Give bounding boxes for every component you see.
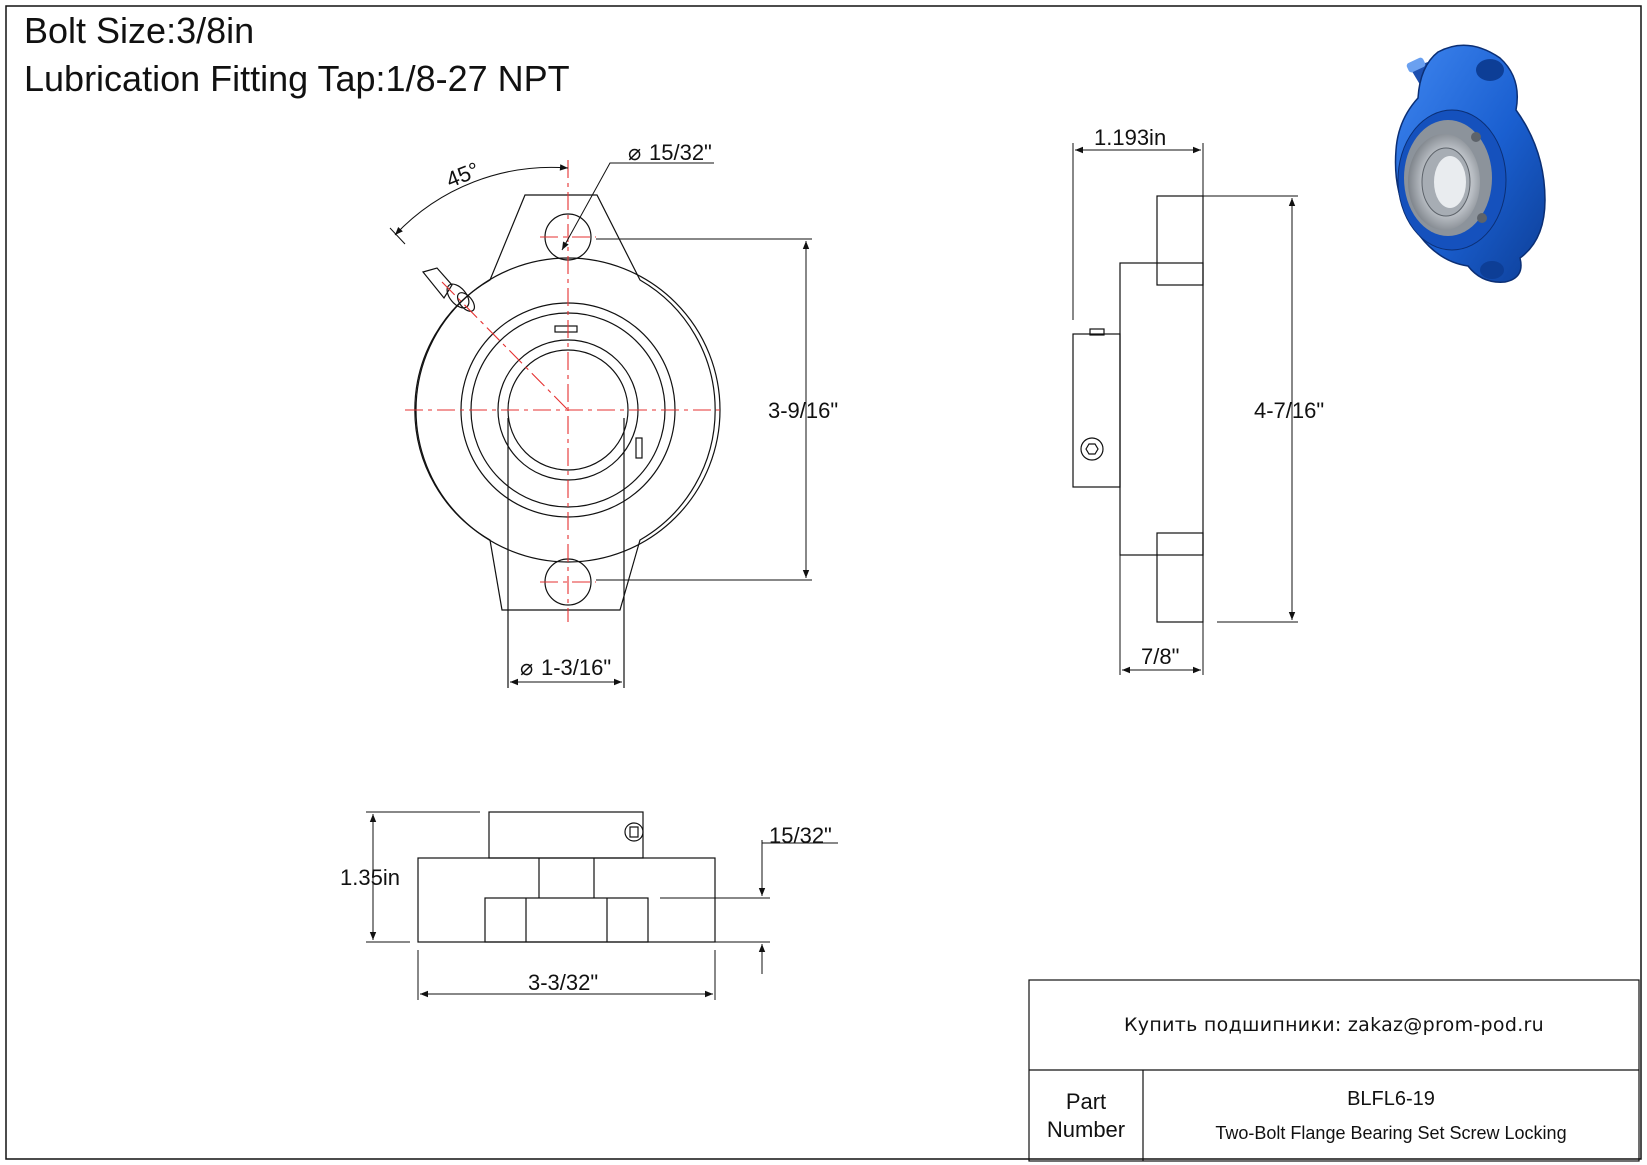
bottom-view xyxy=(417,811,716,943)
part-description: Two-Bolt Flange Bearing Set Screw Lockin… xyxy=(1215,1122,1567,1143)
bolt-size-label: Bolt Size:3/8in xyxy=(24,10,255,51)
side-view xyxy=(1072,195,1204,623)
overall-width-label: 3-3/32" xyxy=(528,970,598,995)
flange-thickness-label: 15/32" xyxy=(769,823,832,848)
bottom-insert xyxy=(488,811,644,859)
part-number-label: Part Number xyxy=(1029,1070,1143,1161)
side-flange-top xyxy=(1156,195,1204,286)
side-flange-bottom xyxy=(1156,532,1204,623)
diameter-symbol-bore: ⌀ xyxy=(520,655,533,680)
part-info: BLFL6-19 Two-Bolt Flange Bearing Set Scr… xyxy=(1143,1070,1639,1161)
hole-leader xyxy=(561,162,714,251)
part-label-line2: Number xyxy=(1046,1116,1126,1142)
bottom-set-screw xyxy=(624,822,644,842)
lubrication-fitting-label: Lubrication Fitting Tap:1/8-27 NPT xyxy=(24,58,570,99)
angle-label: 45° xyxy=(443,157,483,193)
title-block-frame xyxy=(1028,979,1640,1162)
depth-label: 1.193in xyxy=(1094,125,1166,150)
flange-width-label: 7/8" xyxy=(1141,644,1179,669)
order-contact-text: Купить подшипники: zakaz@prom-pod.ru xyxy=(1124,1014,1544,1036)
height-label: 1.35in xyxy=(340,865,400,890)
front-flange-outline xyxy=(414,194,716,611)
title-block: Купить подшипники: zakaz@prom-pod.ru Par… xyxy=(1029,980,1639,1161)
bearing-3d-image xyxy=(1394,44,1546,283)
sheet-border xyxy=(5,5,1642,1160)
side-housing xyxy=(1119,262,1204,556)
bottom-base xyxy=(417,857,716,943)
diameter-symbol-hole: ⌀ xyxy=(628,140,641,165)
side-set-screw xyxy=(1080,437,1104,461)
centerlines xyxy=(405,160,725,622)
part-number-value: BLFL6-19 xyxy=(1347,1087,1435,1110)
set-screw-side xyxy=(635,437,643,459)
overall-height-label: 4-7/16" xyxy=(1254,398,1324,423)
bolt-hole-dia-label: 15/32" xyxy=(649,140,712,165)
grease-fitting xyxy=(421,267,476,312)
set-screw-top xyxy=(554,325,578,333)
bolt-spacing-label: 3-9/16" xyxy=(768,398,838,423)
part-label-line1: Part xyxy=(1065,1088,1107,1114)
angle-arc xyxy=(394,164,569,236)
front-view xyxy=(414,194,721,688)
bore-dia-label: 1-3/16" xyxy=(541,655,611,680)
side-insert xyxy=(1072,333,1121,488)
